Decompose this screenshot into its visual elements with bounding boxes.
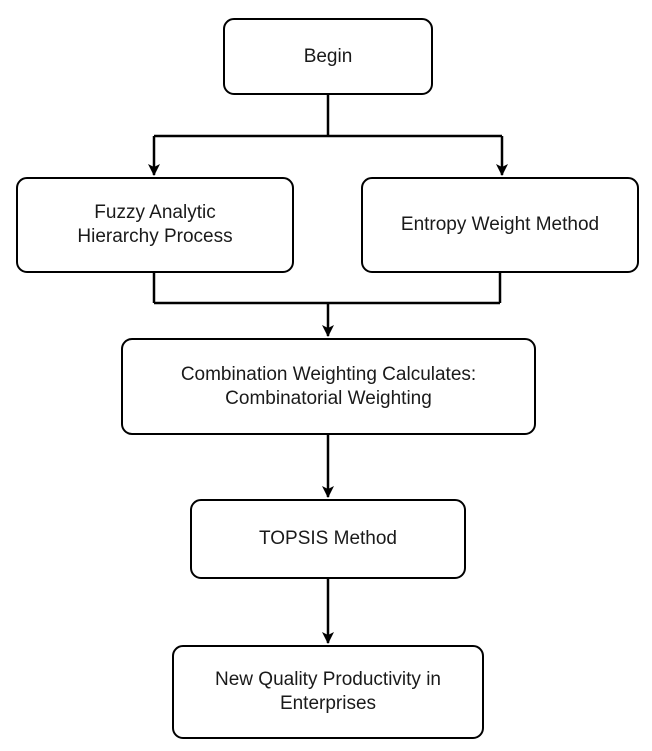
node-new-quality-productivity-label: New Quality Productivity in Enterprises bbox=[215, 668, 441, 716]
node-begin-label: Begin bbox=[304, 45, 353, 69]
node-fuzzy-ahp: Fuzzy Analytic Hierarchy Process bbox=[16, 177, 294, 273]
node-entropy-weight-label: Entropy Weight Method bbox=[401, 213, 599, 237]
node-begin-line-1: Begin bbox=[303, 45, 353, 67]
node-fuzzy-ahp-label: Fuzzy Analytic Hierarchy Process bbox=[77, 201, 232, 249]
node-entropy-weight: Entropy Weight Method bbox=[361, 177, 639, 273]
node-combination-weighting-line-2: Combinatorial Weighting bbox=[225, 387, 432, 409]
node-fuzzy-ahp-line-1: Fuzzy Analytic bbox=[94, 202, 216, 223]
node-topsis: TOPSIS Method bbox=[190, 499, 466, 579]
node-entropy-weight-line-1: Entropy Weight Method bbox=[400, 214, 600, 235]
node-new-quality-productivity-line-1: New Quality Productivity in bbox=[215, 669, 441, 690]
node-topsis-line-1: TOPSIS Method bbox=[259, 528, 397, 549]
node-combination-weighting: Combination Weighting Calculates: Combin… bbox=[121, 338, 536, 435]
node-fuzzy-ahp-line-2: Hierarchy Process bbox=[77, 226, 233, 247]
node-combination-weighting-label: Combination Weighting Calculates: Combin… bbox=[181, 363, 476, 411]
node-topsis-label: TOPSIS Method bbox=[259, 527, 397, 551]
node-combination-weighting-line-1: Combination Weighting Calculates: bbox=[180, 363, 477, 385]
node-begin: Begin bbox=[223, 18, 433, 95]
node-new-quality-productivity-line-2: Enterprises bbox=[279, 693, 377, 714]
node-new-quality-productivity: New Quality Productivity in Enterprises bbox=[172, 645, 484, 739]
